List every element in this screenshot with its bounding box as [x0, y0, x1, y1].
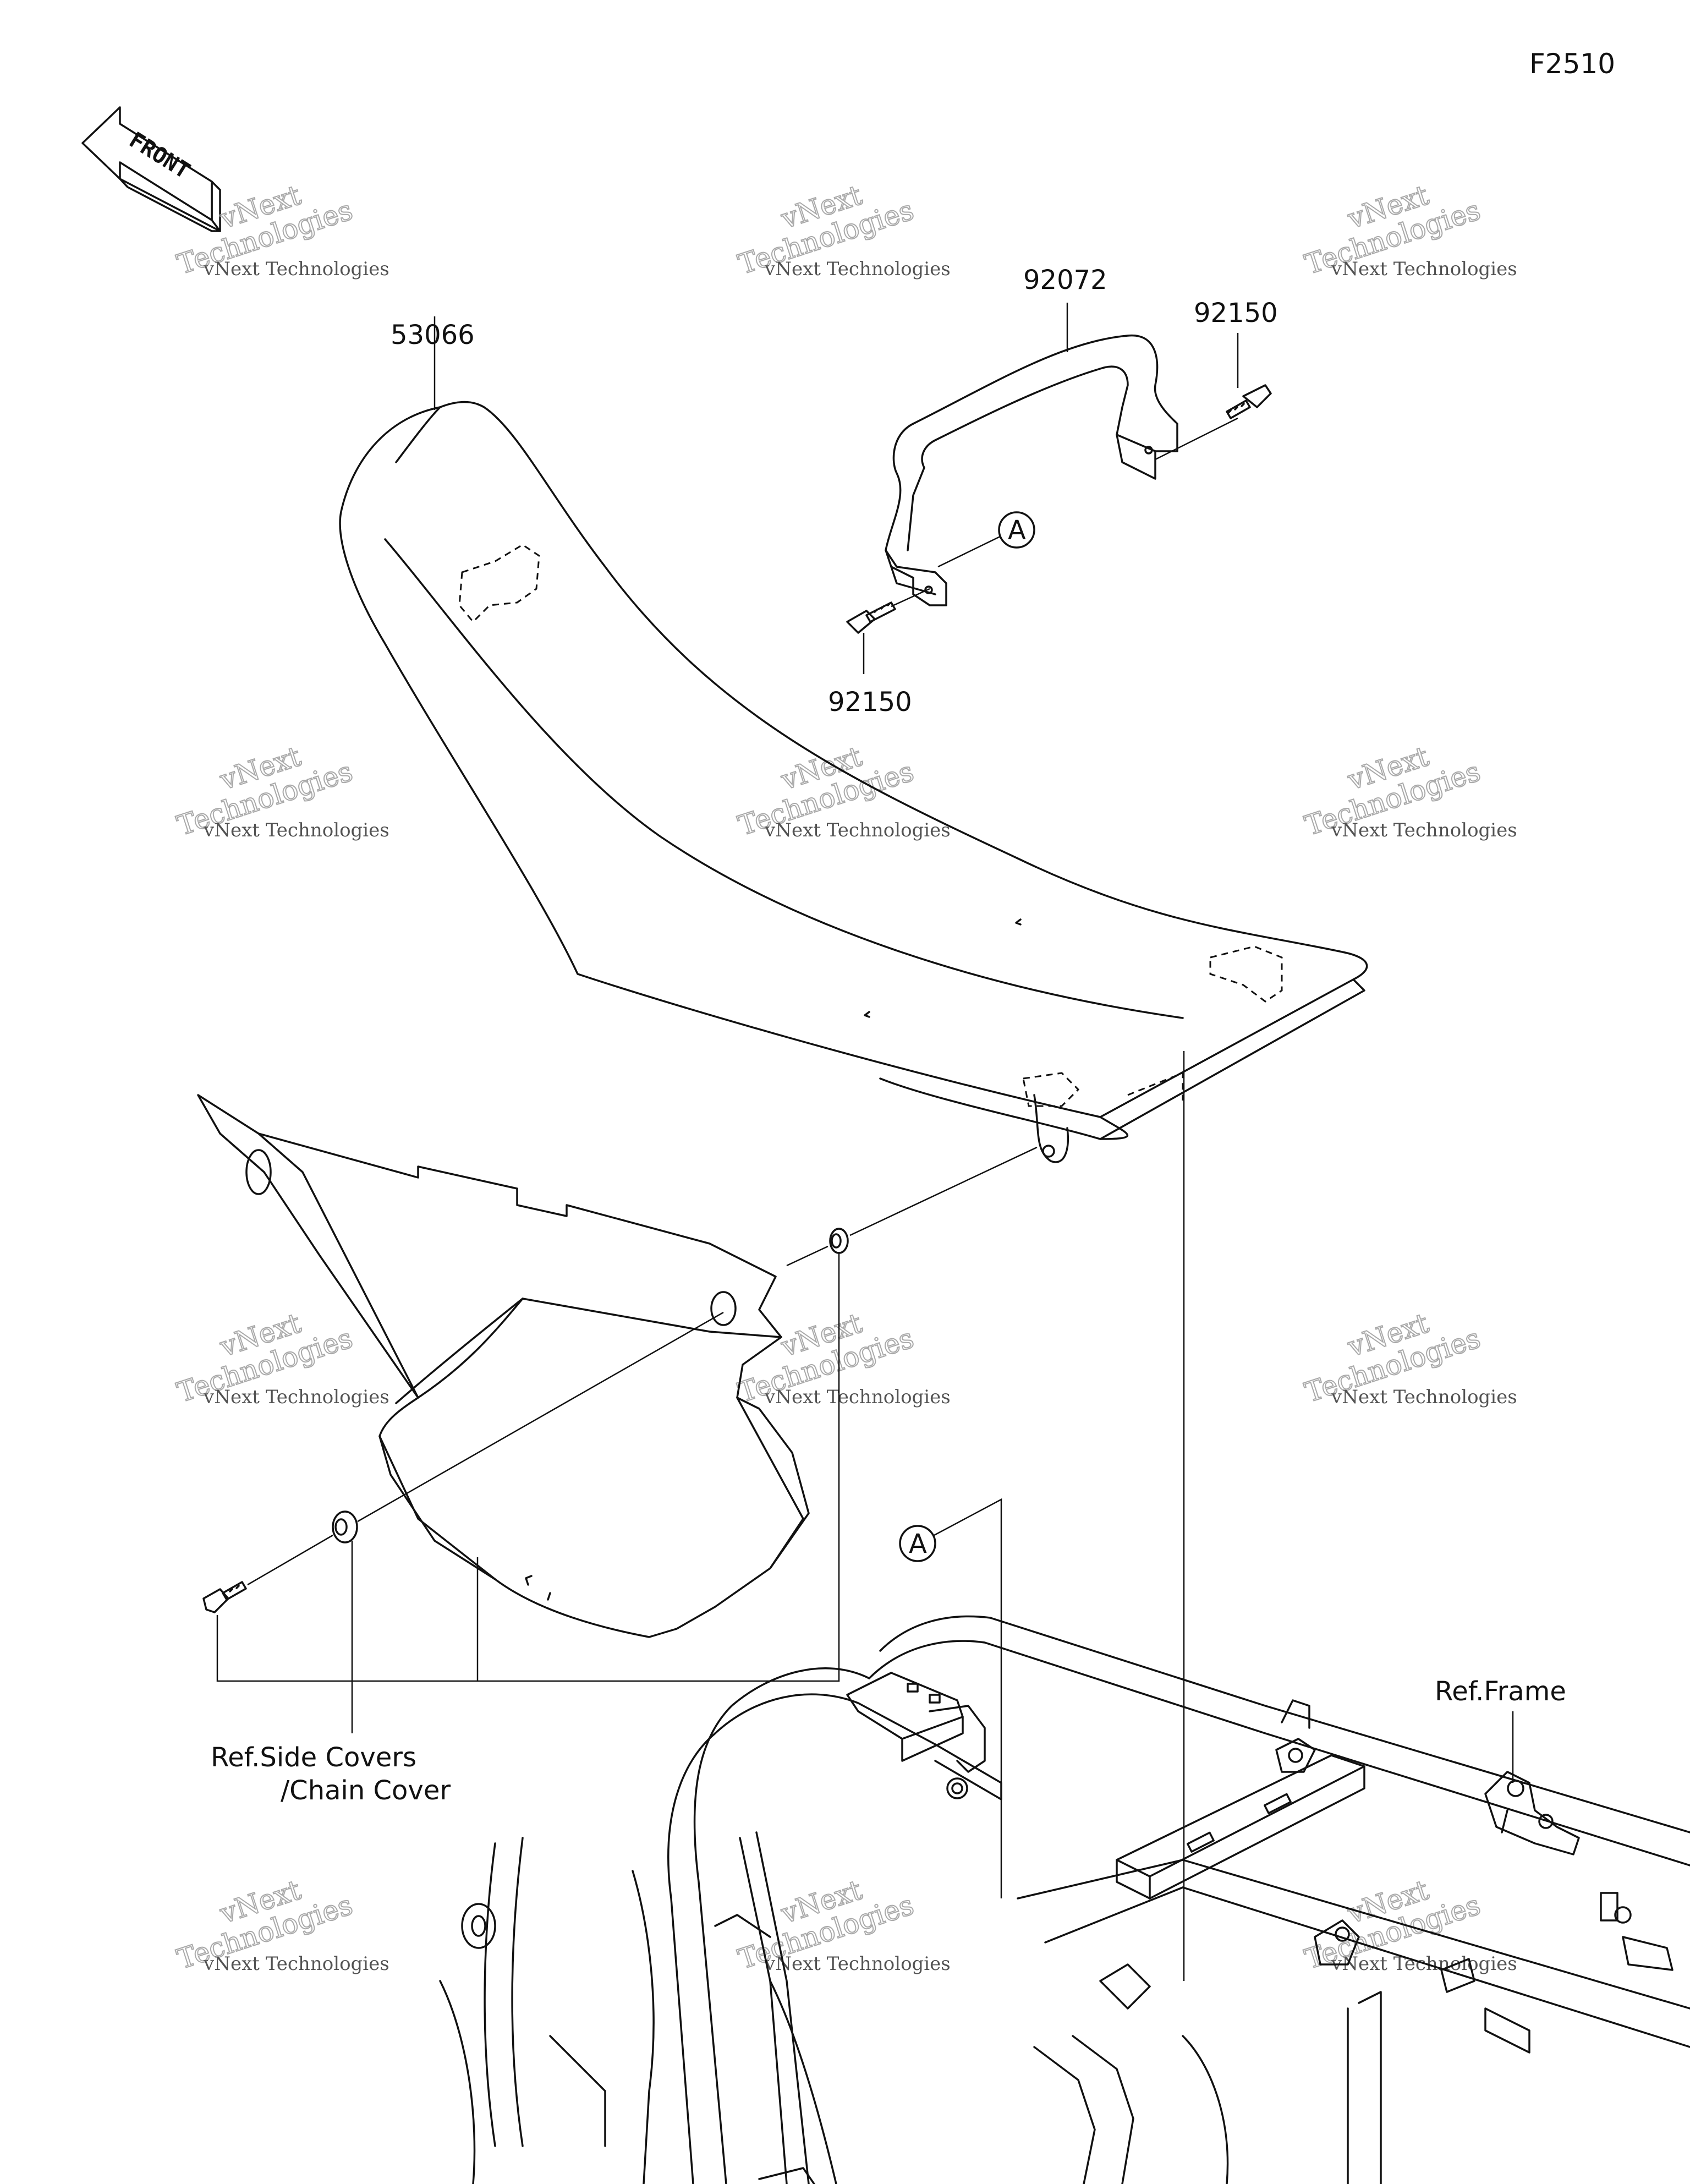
leader-lower-bolt	[247, 1534, 333, 1586]
callout-a-top: A	[1008, 515, 1026, 546]
svg-text:vNext Technologies: vNext Technologies	[1331, 819, 1517, 841]
svg-text:vNext Technologies: vNext Technologies	[764, 1953, 951, 1975]
grommet-lower	[332, 1510, 358, 1543]
part-number-seat: 53066	[391, 320, 475, 351]
svg-text:vNext Technologies: vNext Technologies	[203, 1386, 389, 1408]
callout-a-bottom: A	[909, 1529, 927, 1559]
svg-text:vNext Technologies: vNext Technologies	[764, 819, 951, 841]
svg-text:vNext Technologies: vNext Technologies	[764, 1386, 951, 1408]
leader-bolt-lower-axis	[891, 588, 930, 607]
bracket-side-covers	[216, 1252, 840, 1682]
ref-side-covers-line2: /Chain Cover	[281, 1775, 451, 1806]
frame	[439, 1615, 1690, 2184]
callout-a-bottom-circle	[899, 1525, 936, 1562]
part-number-bolt-lower: 92150	[828, 687, 912, 718]
svg-text:vNext Technologies: vNext Technologies	[764, 258, 951, 280]
svg-text:vNext Technologies: vNext Technologies	[203, 1953, 389, 1975]
bolt-lower	[846, 601, 896, 634]
svg-text:vNext Technologies: vNext Technologies	[1331, 258, 1517, 280]
front-arrow-icon: FRONT	[81, 106, 221, 232]
svg-text:vNext Technologies: vNext Technologies	[1331, 1386, 1517, 1408]
leader-grommet-cover	[786, 1245, 828, 1267]
grommet-upper	[829, 1228, 849, 1254]
leader-lower-grommet	[357, 1311, 724, 1523]
bolt-upper	[1226, 384, 1272, 419]
ref-frame: Ref.Frame	[1435, 1676, 1566, 1707]
leader-callout-a-top	[937, 535, 1001, 568]
front-label: FRONT	[125, 127, 194, 184]
leader-bolt-upper-axis	[1155, 417, 1238, 461]
part-number-bolt-upper: 92150	[1194, 298, 1278, 329]
bolt-side-cover	[202, 1581, 247, 1613]
seat	[339, 401, 1368, 1163]
ref-side-covers-line1: Ref.Side Covers	[211, 1742, 416, 1773]
leader-callout-a-bottom	[934, 1498, 1002, 1898]
figure-code: F2510	[1529, 48, 1615, 80]
part-number-grab-bar: 92072	[1023, 265, 1107, 295]
callout-a-top-circle	[998, 511, 1035, 549]
svg-text:vNext Technologies: vNext Technologies	[203, 819, 389, 841]
side-cover	[197, 1094, 810, 1638]
leader-grommet-seat	[849, 1146, 1038, 1236]
grab-bar	[885, 334, 1178, 606]
svg-text:vNext Technologies: vNext Technologies	[203, 258, 389, 280]
